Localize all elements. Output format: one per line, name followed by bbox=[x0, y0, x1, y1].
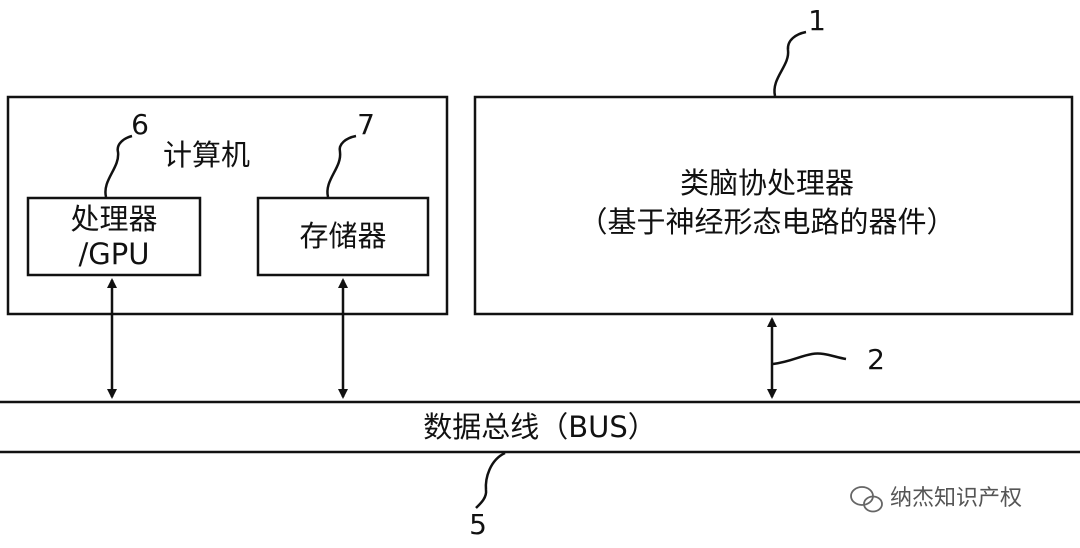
computer-label: 计算机 bbox=[163, 138, 250, 172]
memory-label: 存储器 bbox=[299, 219, 386, 253]
processor-ref-number: 6 bbox=[131, 108, 149, 141]
wechat-icon bbox=[850, 486, 883, 513]
coprocessor-box bbox=[473, 95, 1074, 316]
coprocessor-label-line1: 类脑协处理器 bbox=[680, 166, 854, 200]
coprocessor-leader-line bbox=[773, 30, 807, 97]
processor-box bbox=[26, 196, 202, 277]
processor-label-line1: 处理器 bbox=[70, 202, 157, 236]
processor-leader-line bbox=[104, 134, 133, 198]
memory-box bbox=[256, 196, 430, 277]
computer-box bbox=[6, 95, 449, 316]
bus-label: 数据总线（BUS） bbox=[423, 410, 657, 444]
memory-leader-line bbox=[326, 134, 357, 198]
coprocessor-label-line2: （基于神经形态电路的器件） bbox=[578, 205, 955, 239]
connection-leader-line bbox=[772, 352, 847, 366]
bus-leader-line bbox=[475, 451, 506, 509]
coprocessor-ref-number: 1 bbox=[808, 4, 826, 37]
watermark-text: 纳杰知识产权 bbox=[890, 486, 1022, 511]
processor-label-line2: /GPU bbox=[79, 237, 150, 271]
memory-ref-number: 7 bbox=[357, 108, 375, 141]
bus-ref-number: 5 bbox=[469, 508, 487, 541]
connection-ref-number: 2 bbox=[867, 343, 885, 376]
